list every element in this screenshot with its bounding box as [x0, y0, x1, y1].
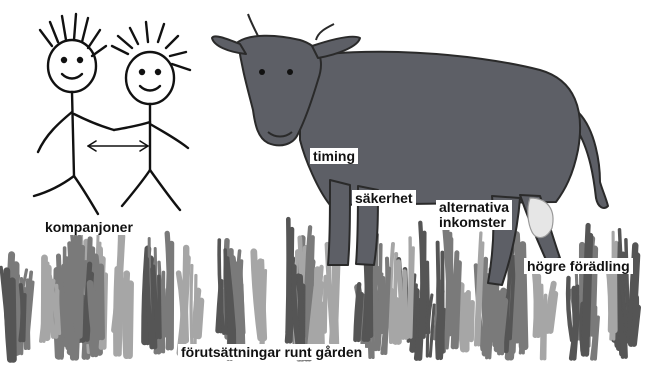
- cow-ear-left: [212, 36, 246, 54]
- head-right: [126, 52, 174, 104]
- cow-eye-left: [259, 69, 265, 75]
- label-higher-processing: högre förädling: [524, 258, 633, 274]
- grass-blade: [584, 226, 590, 336]
- stick-figure-right: [112, 22, 190, 210]
- grass-blade: [77, 237, 82, 336]
- grass-blade: [548, 284, 556, 331]
- hair-left: [40, 14, 106, 56]
- grass-blade: [460, 285, 466, 349]
- label-timing: timing: [310, 148, 358, 164]
- grass-blade: [438, 243, 443, 352]
- grass-blade: [534, 266, 539, 335]
- grass-blade: [568, 278, 575, 340]
- label-safety: säkerhet: [352, 190, 416, 206]
- label-farm-conditions: förutsättningar runt gården: [178, 344, 365, 360]
- grass-blade: [167, 233, 171, 347]
- stick-figure-left: [34, 14, 114, 214]
- label-alternative-income: alternativa inkomster: [436, 200, 512, 230]
- grass-blade: [390, 290, 398, 341]
- cow-eye-right: [287, 69, 293, 75]
- grass-blade: [453, 253, 459, 347]
- cow-front-leg: [328, 180, 350, 265]
- cow-horn-left: [248, 14, 258, 36]
- grass-blade: [420, 223, 424, 337]
- cow-horn-right: [316, 24, 334, 40]
- grass-blade: [468, 293, 472, 340]
- grass-blade: [96, 256, 102, 337]
- hair-right: [112, 22, 190, 70]
- grass-blade: [497, 299, 502, 354]
- grass-blade: [125, 274, 130, 356]
- grass-blade: [355, 284, 361, 340]
- grass-blade: [254, 252, 264, 338]
- label-companions: kompanjoner: [42, 219, 136, 235]
- grass-blade: [542, 285, 546, 358]
- grass-blade: [116, 269, 121, 354]
- cow-udder: [528, 198, 553, 238]
- grass-blade: [408, 238, 413, 337]
- grass-blade: [20, 285, 24, 340]
- body-left: [72, 92, 74, 176]
- grass-blade: [196, 291, 202, 337]
- double-arrow-icon: [88, 141, 148, 151]
- grass-blade: [44, 258, 48, 338]
- grass-blade: [7, 271, 14, 360]
- legs-left: [34, 176, 98, 214]
- legs-right: [122, 170, 180, 210]
- companion-figures: [34, 14, 190, 214]
- head-left: [48, 40, 96, 92]
